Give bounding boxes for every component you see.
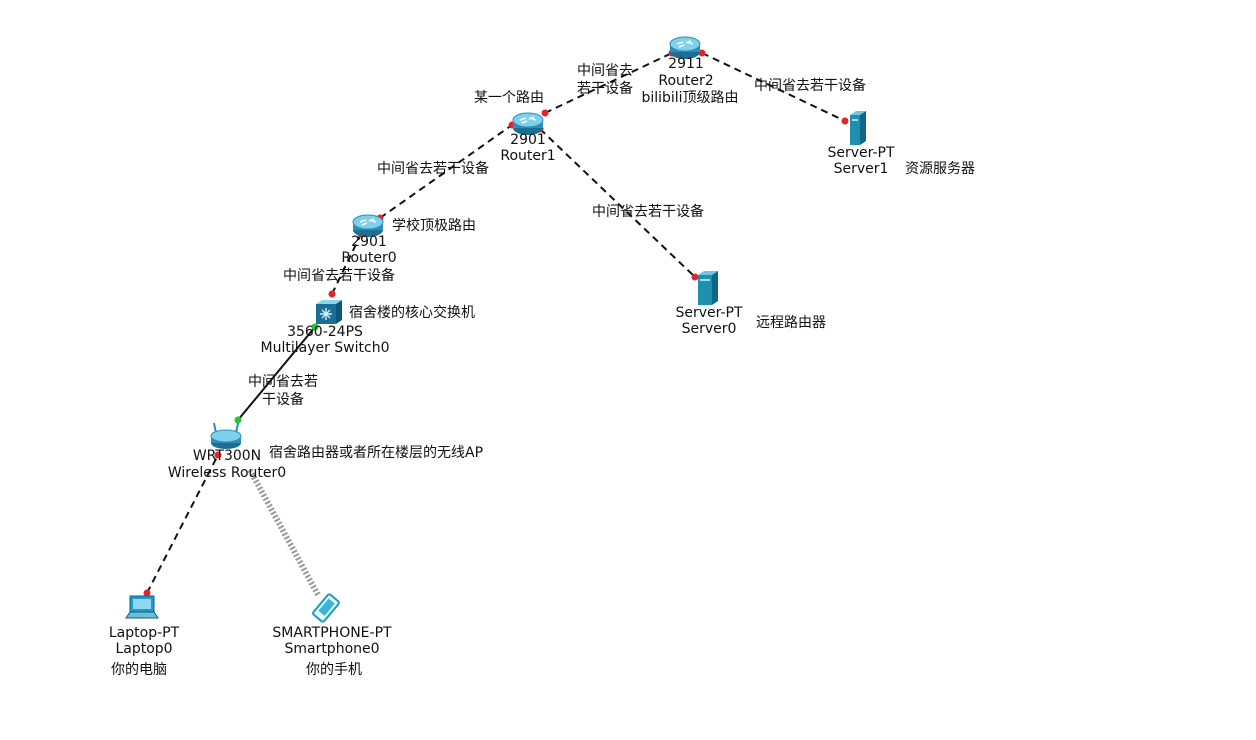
link-label: 中间省去若 xyxy=(248,374,318,390)
device-note: 宿舍楼的核心交换机 xyxy=(349,305,475,321)
device-note: 你的手机 xyxy=(306,662,362,678)
link-label: 中间省去若干设备 xyxy=(592,204,704,220)
link-label: 若干设备 xyxy=(577,81,633,97)
port-dot xyxy=(214,451,222,459)
port-dot xyxy=(541,109,549,117)
link-label: 干设备 xyxy=(262,392,304,408)
port-dot xyxy=(234,416,242,424)
link-label: 中间省去若干设备 xyxy=(754,78,866,94)
device-note: 学校顶极路由 xyxy=(392,218,476,234)
device-model-label: Server-PT xyxy=(675,305,743,321)
link-wireless0-switch0[interactable] xyxy=(237,326,316,421)
link-wireless-smartphone0[interactable] xyxy=(247,468,321,597)
device-name-label: Smartphone0 xyxy=(284,641,380,657)
device-name-label: Multilayer Switch0 xyxy=(260,340,390,356)
device-model-label: WRT300N xyxy=(192,448,262,464)
device-note: 某一个路由 xyxy=(474,90,544,106)
smartphone-icon[interactable] xyxy=(312,593,340,623)
router-icon[interactable] xyxy=(512,112,544,135)
port-dot xyxy=(841,117,849,125)
device-name-label: Server0 xyxy=(681,321,737,337)
device-name-label: Wireless Router0 xyxy=(167,465,287,481)
device-model-label: 3560-24PS xyxy=(287,324,363,340)
device-model-label: Server-PT xyxy=(827,145,895,161)
device-name-label: Router1 xyxy=(500,148,556,164)
port-dot xyxy=(691,273,699,281)
wireless-router-icon[interactable] xyxy=(210,422,242,449)
device-name-label: Router2 xyxy=(658,73,714,89)
device-name-label: Server1 xyxy=(833,161,889,177)
port-dot xyxy=(698,49,706,57)
link-label: 中间省去若干设备 xyxy=(283,268,395,284)
device-note: 宿舍路由器或者所在楼层的无线AP xyxy=(269,445,484,461)
device-note: 远程路由器 xyxy=(756,315,826,331)
server-icon[interactable] xyxy=(698,271,718,305)
device-model-label: Laptop-PT xyxy=(108,625,180,641)
router-icon[interactable] xyxy=(352,214,384,237)
link-router2-server1[interactable] xyxy=(701,52,846,122)
device-name-label: Router0 xyxy=(341,250,397,266)
device-note: 你的电脑 xyxy=(111,662,167,678)
device-model-label: 2901 xyxy=(351,234,387,250)
link-router0-router1[interactable] xyxy=(379,124,513,219)
link-label: 中间省去若干设备 xyxy=(377,161,489,177)
port-dot xyxy=(311,323,319,331)
device-name-label: Laptop0 xyxy=(115,641,173,657)
router-icon[interactable] xyxy=(669,36,701,59)
link-laptop0-wireless0[interactable] xyxy=(146,454,219,594)
device-model-label: SMARTPHONE-PT xyxy=(272,625,392,641)
link-router1-server0[interactable] xyxy=(539,128,696,278)
port-dot xyxy=(328,290,336,298)
device-note: 资源服务器 xyxy=(905,161,975,177)
device-model-label: 2911 xyxy=(668,56,704,72)
device-note: bilibili顶级路由 xyxy=(641,90,739,106)
device-model-label: 2901 xyxy=(510,132,546,148)
link-label: 中间省去 xyxy=(577,63,633,79)
multilayer-switch-icon[interactable] xyxy=(316,300,342,324)
port-dot xyxy=(143,589,151,597)
server-icon[interactable] xyxy=(850,111,866,145)
laptop-icon[interactable] xyxy=(125,595,159,619)
